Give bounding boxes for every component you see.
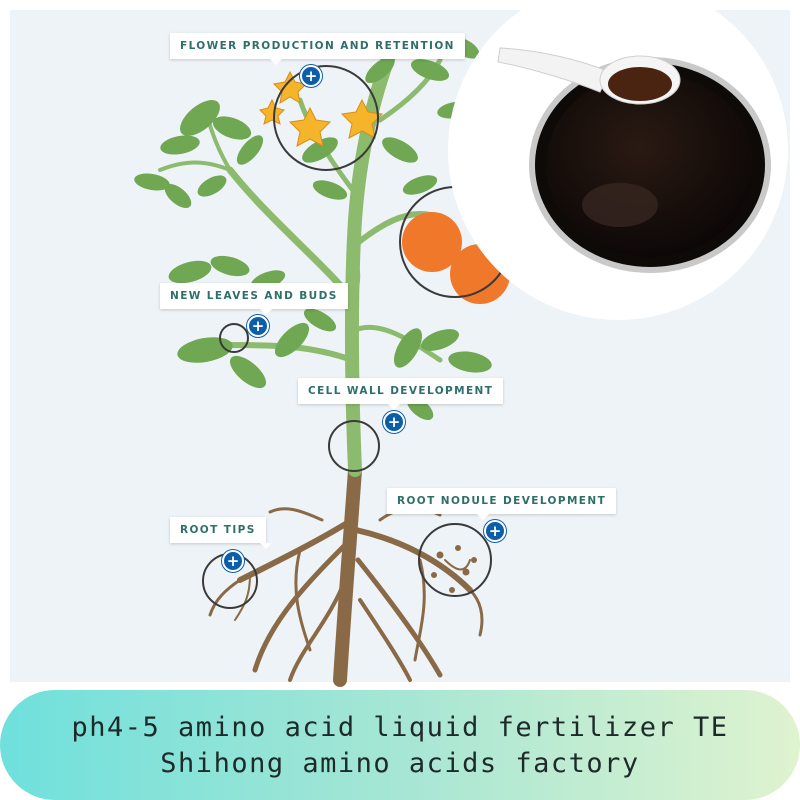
callout-flower-label: FLOWER PRODUCTION AND RETENTION — [180, 40, 455, 52]
callout-leaves-label: NEW LEAVES AND BUDS — [170, 290, 338, 302]
callout-cell-wall-label: CELL WALL DEVELOPMENT — [308, 385, 494, 397]
callout-root-tips-label: ROOT TIPS — [180, 524, 256, 536]
plus-icon: + — [488, 522, 502, 540]
callout-root-tips[interactable]: ROOT TIPS — [170, 517, 272, 549]
root-nodule-plus-button[interactable]: + — [484, 520, 506, 542]
cell-wall-plus-button[interactable]: + — [383, 411, 405, 433]
callout-new-leaves[interactable]: NEW LEAVES AND BUDS — [160, 283, 348, 315]
root-tips-plus-button[interactable]: + — [222, 550, 244, 572]
footer-subtitle-line: Shihong amino acids factory — [160, 748, 640, 779]
callout-root-nodule-label: ROOT NODULE DEVELOPMENT — [397, 495, 607, 507]
callout-cell-wall[interactable]: CELL WALL DEVELOPMENT — [298, 378, 504, 410]
callout-flower-production[interactable]: FLOWER PRODUCTION AND RETENTION — [170, 33, 465, 65]
plus-icon: + — [304, 67, 318, 85]
plus-icon: + — [387, 413, 401, 431]
footer-banner: ph4-5 amino acid liquid fertilizer TE Sh… — [0, 690, 800, 800]
flower-plus-button[interactable]: + — [300, 65, 322, 87]
plus-icon: + — [251, 317, 265, 335]
root-nodules — [431, 545, 477, 593]
flowers — [259, 70, 384, 147]
plus-icon: + — [226, 552, 240, 570]
callout-root-nodule[interactable]: ROOT NODULE DEVELOPMENT — [387, 488, 617, 520]
footer-title-line: ph4-5 amino acid liquid fertilizer TE — [71, 712, 729, 743]
leaves-plus-button[interactable]: + — [247, 315, 269, 337]
